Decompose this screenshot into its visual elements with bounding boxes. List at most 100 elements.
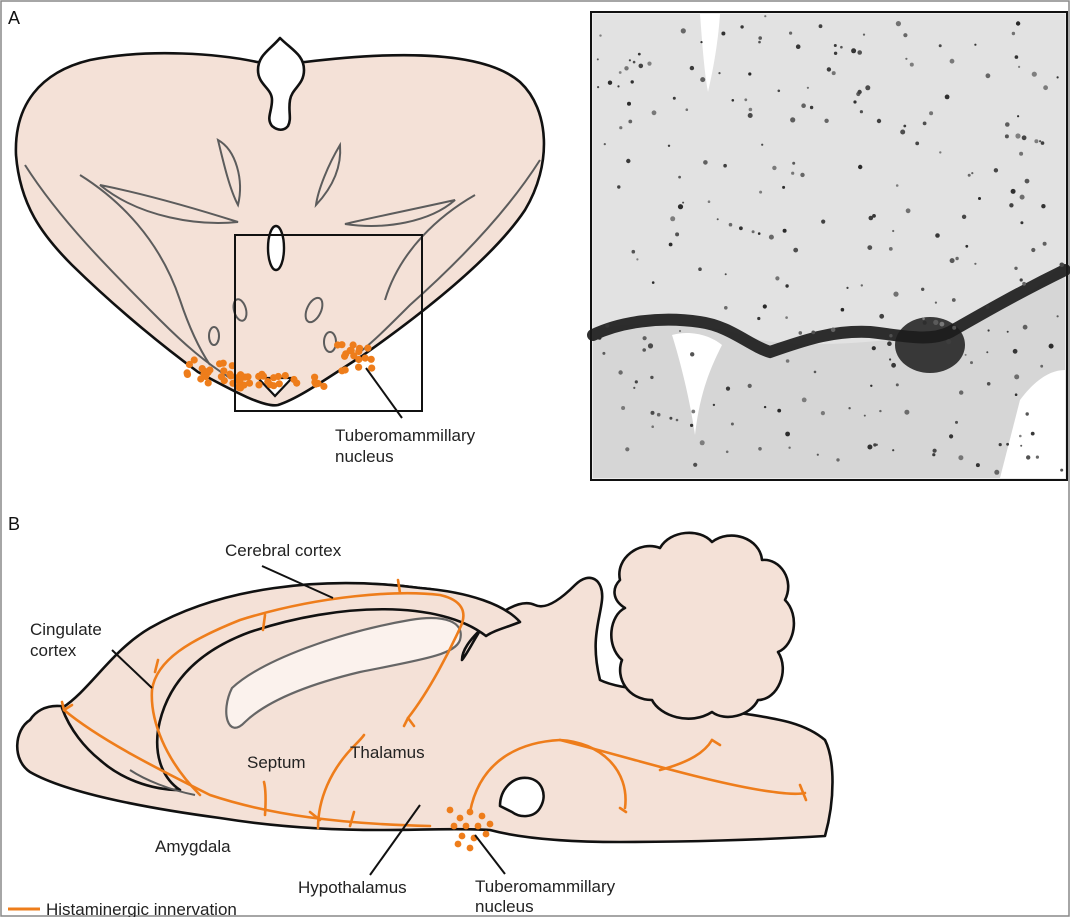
fiber-speck xyxy=(633,61,636,64)
fiber-speck xyxy=(904,410,909,415)
tmn-cell xyxy=(368,356,375,363)
fiber-speck xyxy=(1014,267,1017,270)
fiber-speck xyxy=(1019,435,1022,438)
fiber-speck xyxy=(932,453,935,456)
fiber-speck xyxy=(962,215,966,219)
fiber-speck xyxy=(935,233,940,238)
tmn-cell xyxy=(467,809,474,816)
fiber-speck xyxy=(834,44,837,47)
fiber-speck xyxy=(782,186,785,189)
fiber-speck xyxy=(624,66,628,70)
fiber-speck xyxy=(621,406,625,410)
fiber-speck xyxy=(929,111,933,115)
fiber-speck xyxy=(832,71,836,75)
fiber-speck xyxy=(726,387,730,391)
tmn-cell xyxy=(355,364,362,371)
fiber-speck xyxy=(788,447,790,449)
fiber-speck xyxy=(597,86,599,88)
fiber-speck xyxy=(955,421,958,424)
fiber-speck xyxy=(939,44,942,47)
fiber-speck xyxy=(652,281,655,284)
fiber-speck xyxy=(1009,203,1013,207)
cerebellum xyxy=(611,533,794,719)
fiber-speck xyxy=(994,470,999,475)
tmn-cell xyxy=(290,376,297,383)
fiber-speck xyxy=(758,41,761,44)
fiber-speck xyxy=(864,415,866,417)
fiber-speck xyxy=(732,99,735,102)
fiber-speck xyxy=(1031,432,1035,436)
fiber-speck xyxy=(889,247,893,251)
tmn-cell xyxy=(447,807,454,814)
fiber-speck xyxy=(748,384,752,388)
tmn-cell xyxy=(184,371,191,378)
fiber-speck xyxy=(986,305,990,309)
fiber-speck xyxy=(713,404,715,406)
fiber-speck xyxy=(635,380,638,383)
tmn-cell xyxy=(368,365,375,372)
fiber-speck xyxy=(799,331,803,335)
tmn-cell xyxy=(320,383,327,390)
fiber-speck xyxy=(604,143,606,145)
fiber-speck xyxy=(893,292,898,297)
fiber-speck xyxy=(627,102,631,106)
fiber-speck xyxy=(853,100,856,103)
tmn-cell xyxy=(255,381,262,388)
fiber-speck xyxy=(1034,139,1038,143)
fiber-speck xyxy=(639,64,644,69)
tmn-cell xyxy=(457,815,464,822)
fiber-speck xyxy=(910,63,914,67)
fiber-speck xyxy=(599,34,601,36)
fiber-speck xyxy=(777,409,781,413)
tmn-cell xyxy=(350,352,357,359)
tmn-cell xyxy=(334,341,341,348)
tmn-cell xyxy=(186,361,193,368)
tmn-cell xyxy=(479,813,486,820)
fiber-speck xyxy=(807,87,809,89)
fiber-speck xyxy=(965,245,968,248)
coronal-section-drawing: Tuberomammillary nucleus xyxy=(16,38,544,466)
fiber-speck xyxy=(681,28,686,33)
tmn-cell xyxy=(487,821,494,828)
fiber-speck xyxy=(1016,21,1020,25)
fiber-speck xyxy=(1020,445,1022,447)
fiber-speck xyxy=(896,383,899,386)
fiber-speck xyxy=(633,387,635,389)
tmn-cell xyxy=(227,372,234,379)
fiber-speck xyxy=(905,58,907,60)
fiber-speck xyxy=(723,164,727,168)
fiber-speck xyxy=(647,62,651,66)
fiber-speck xyxy=(1014,374,1019,379)
fiber-speck xyxy=(946,339,951,344)
fiber-speck xyxy=(758,36,762,40)
fiber-speck xyxy=(636,258,638,260)
fiber-speck xyxy=(652,110,657,115)
fiber-speck xyxy=(731,423,734,426)
fiber-speck xyxy=(693,463,697,467)
label-cingulate-line1: Cingulate xyxy=(30,620,102,639)
fiber-speck xyxy=(800,173,804,177)
fiber-speck xyxy=(903,125,906,128)
tmn-cell xyxy=(246,380,253,387)
fiber-speck xyxy=(821,220,825,224)
fiber-speck xyxy=(1057,315,1059,317)
fiber-speck xyxy=(690,66,694,70)
fiber-speck xyxy=(638,53,641,56)
fiber-speck xyxy=(678,204,683,209)
fiber-speck xyxy=(785,316,788,319)
label-tmn-line1: Tuberomammillary xyxy=(475,877,616,896)
fiber-speck xyxy=(939,151,941,153)
panel-b: B xyxy=(8,514,833,917)
fiber-speck xyxy=(657,413,661,417)
fiber-speck xyxy=(686,108,689,111)
label-thalamus: Thalamus xyxy=(350,743,425,762)
fiber-speck xyxy=(1057,76,1059,78)
legend-label: Histaminergic innervation xyxy=(46,900,237,917)
fiber-speck xyxy=(703,160,708,165)
fiber-speck xyxy=(949,434,953,438)
fiber-speck xyxy=(598,336,602,340)
fiber-speck xyxy=(1015,133,1020,138)
fiber-speck xyxy=(889,334,892,337)
fiber-speck xyxy=(848,407,850,409)
fiber-speck xyxy=(673,97,676,100)
